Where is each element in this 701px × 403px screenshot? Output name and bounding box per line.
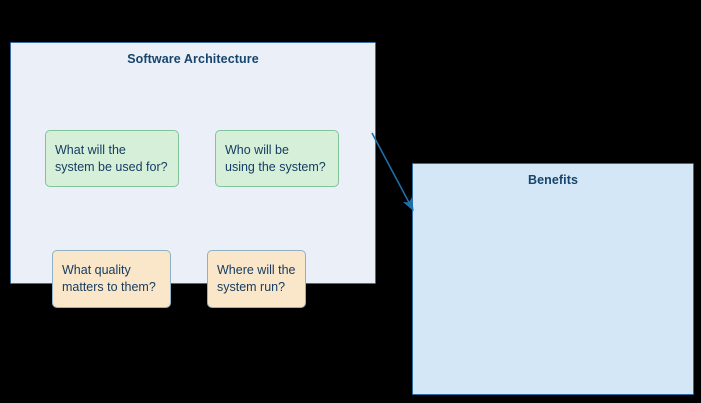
group-title-benefits: Benefits [527, 173, 579, 187]
node-where-will-the-system-run[interactable]: Where will the system run? [207, 250, 306, 308]
arrow-line [371, 132, 414, 212]
node-label: What quality matters to them? [62, 263, 156, 294]
node-what-quality-matters-to-them[interactable]: What quality matters to them? [52, 250, 171, 308]
group-title-software-architecture: Software Architecture [127, 52, 259, 66]
node-what-will-system-be-used-for[interactable]: What will the system be used for? [45, 130, 179, 187]
group-benefits[interactable]: Benefits High Productivity Easier Mainte… [412, 163, 694, 395]
node-label: Who will be using the system? [225, 142, 326, 174]
group-software-architecture[interactable]: Software Architecture What will the syst… [10, 42, 376, 308]
node-label: What will the system be used for? [55, 142, 168, 174]
node-who-will-be-using-the-system[interactable]: Who will be using the system? [215, 130, 339, 187]
node-label: Where will the system run? [217, 263, 296, 294]
